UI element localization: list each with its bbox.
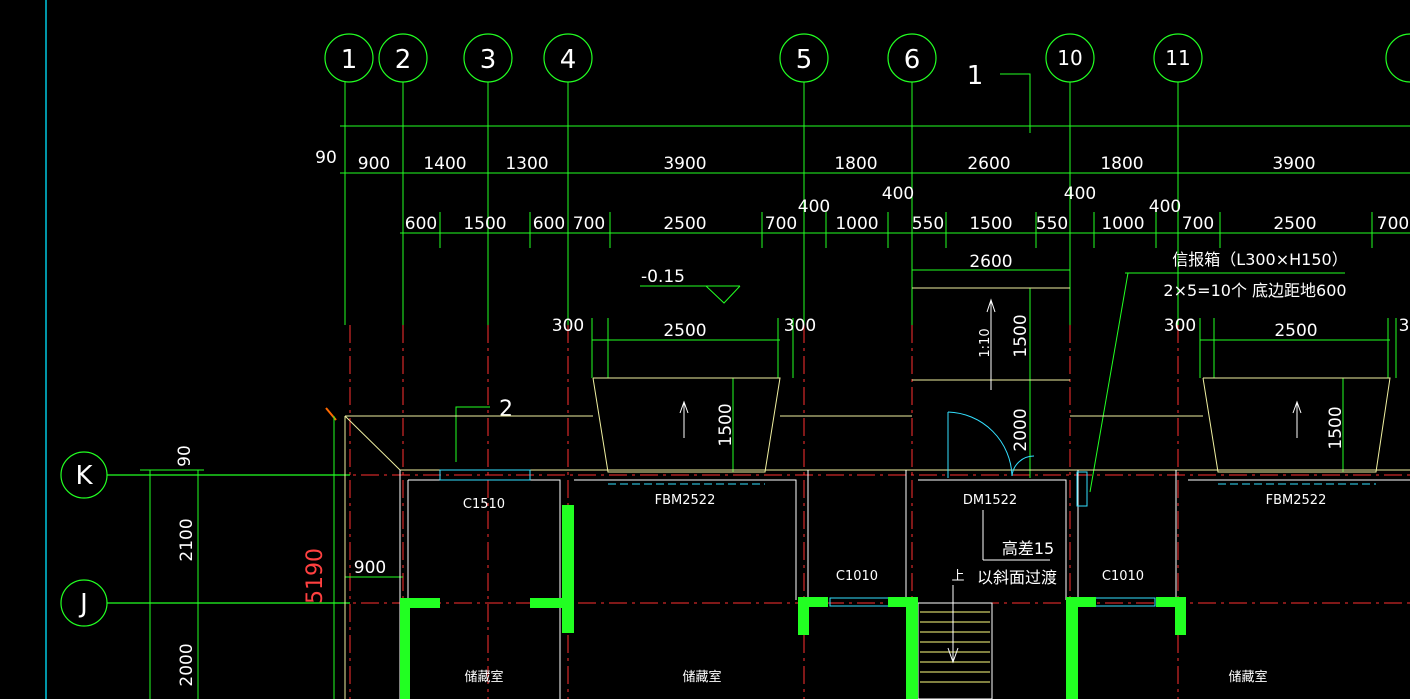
dim-text: 300 <box>552 316 584 336</box>
level-text: -0.15 <box>641 267 685 287</box>
dims-400: 400 400 400 400 <box>798 184 1181 217</box>
grid-bubble-label: 5 <box>796 45 813 75</box>
dim-text: 3900 <box>1272 154 1315 174</box>
dim-text: 550 <box>912 214 944 234</box>
stair-treads <box>920 611 990 683</box>
dim-text: 2500 <box>663 321 706 341</box>
dim-text: 700 <box>1377 214 1409 234</box>
window-label: C1510 <box>463 497 505 512</box>
dim-text: 1500 <box>1011 314 1031 357</box>
callout-1-label: 1 <box>967 61 984 91</box>
grid-bubble-label: 6 <box>904 45 921 75</box>
level-marker <box>705 285 741 304</box>
dim-text: 1300 <box>505 154 548 174</box>
dim-text: 1500 <box>969 214 1012 234</box>
dim-text: 600 <box>405 214 437 234</box>
height-diff-line2: 以斜面过渡 <box>977 568 1057 587</box>
structural-columns <box>400 505 1186 699</box>
dim-text: 2500 <box>1274 321 1317 341</box>
grid-bubble-label: 2 <box>395 45 412 75</box>
dim-text: 400 <box>1149 197 1181 217</box>
dim-text: 2500 <box>663 214 706 234</box>
room-label: 储藏室 <box>1228 669 1267 685</box>
slope-text: 1:10 <box>978 328 993 357</box>
dim-text: 550 <box>1036 214 1068 234</box>
dims-openings: 600 1500 600 700 2500 700 1000 550 1500 … <box>405 214 1409 234</box>
dim-text: 700 <box>765 214 797 234</box>
door-label: DM1522 <box>963 493 1017 508</box>
mailbox-note-line2: 2×5=10个 底边距地600 <box>1163 281 1346 300</box>
wall-lines <box>399 470 1410 699</box>
dim-text: 1000 <box>835 214 878 234</box>
dim-text: 1400 <box>423 154 466 174</box>
grid-bubble-label: 1 <box>341 45 358 75</box>
callout-leader <box>455 406 490 462</box>
dim-text: 700 <box>1182 214 1214 234</box>
total-height-dim: 5190 <box>303 548 328 604</box>
dim-text: 2000 <box>177 643 197 686</box>
dim-text: 1500 <box>463 214 506 234</box>
callout-2-label: 2 <box>499 397 513 422</box>
dim-text: 1000 <box>1101 214 1144 234</box>
dim-text: 2000 <box>1011 408 1031 451</box>
stair-up-label: 上 <box>951 569 964 584</box>
dim-text: 3900 <box>663 154 706 174</box>
up-arrows <box>679 298 1302 438</box>
dim-text: 1500 <box>716 403 736 446</box>
grid-bubble-label: 10 <box>1057 46 1082 70</box>
mailbox-note-line1: 信报箱（L300×H150） <box>1172 250 1347 269</box>
dim-text: 2600 <box>967 154 1010 174</box>
stair-arrow <box>947 510 1050 664</box>
dim-text: 1800 <box>834 154 877 174</box>
dim-text: 1500 <box>1326 406 1346 449</box>
dim-text: 900 <box>358 154 390 174</box>
dim-text: 3 <box>1399 316 1410 336</box>
grid-bubble-label: 3 <box>480 45 497 75</box>
dim-text: 300 <box>1164 316 1196 336</box>
height-diff-line1: 高差15 <box>1002 539 1054 558</box>
dim-text: 600 <box>533 214 565 234</box>
dim-text: 90 <box>315 148 337 168</box>
room-label: 储藏室 <box>464 669 503 685</box>
row-bubble-label: K <box>75 461 93 491</box>
grid-bubble-label: 4 <box>560 45 577 75</box>
grid-bubbles <box>324 33 1410 83</box>
dim-text: 900 <box>354 558 386 578</box>
dim-text: 400 <box>882 184 914 204</box>
dim-text: 1800 <box>1100 154 1143 174</box>
dim-text: 700 <box>573 214 605 234</box>
grid-bubble-label: 11 <box>1165 46 1190 70</box>
dimension-lines <box>140 120 1410 699</box>
dim-text: 400 <box>1064 184 1096 204</box>
dim-text: 2500 <box>1273 214 1316 234</box>
row-bubble-label: J <box>78 589 88 619</box>
dims-overall: 900 1400 1300 3900 1800 2600 1800 3900 <box>358 154 1316 174</box>
grid-axis-lines <box>344 82 1179 325</box>
axis-centerlines <box>330 325 1410 699</box>
dim-text: 300 <box>784 316 816 336</box>
openings <box>439 411 1376 607</box>
dim-text: 400 <box>798 197 830 217</box>
dim-text: 2600 <box>969 252 1012 272</box>
window-label: C1010 <box>1102 569 1144 584</box>
callout-leader <box>1000 73 1031 133</box>
dim-text: 90 <box>175 445 195 467</box>
dim-text: 2100 <box>177 518 197 561</box>
window-label: C1010 <box>836 569 878 584</box>
window-label: FBM2522 <box>1266 493 1327 508</box>
window-label: FBM2522 <box>655 493 716 508</box>
building-outline <box>344 287 1410 699</box>
room-label: 储藏室 <box>682 669 721 685</box>
